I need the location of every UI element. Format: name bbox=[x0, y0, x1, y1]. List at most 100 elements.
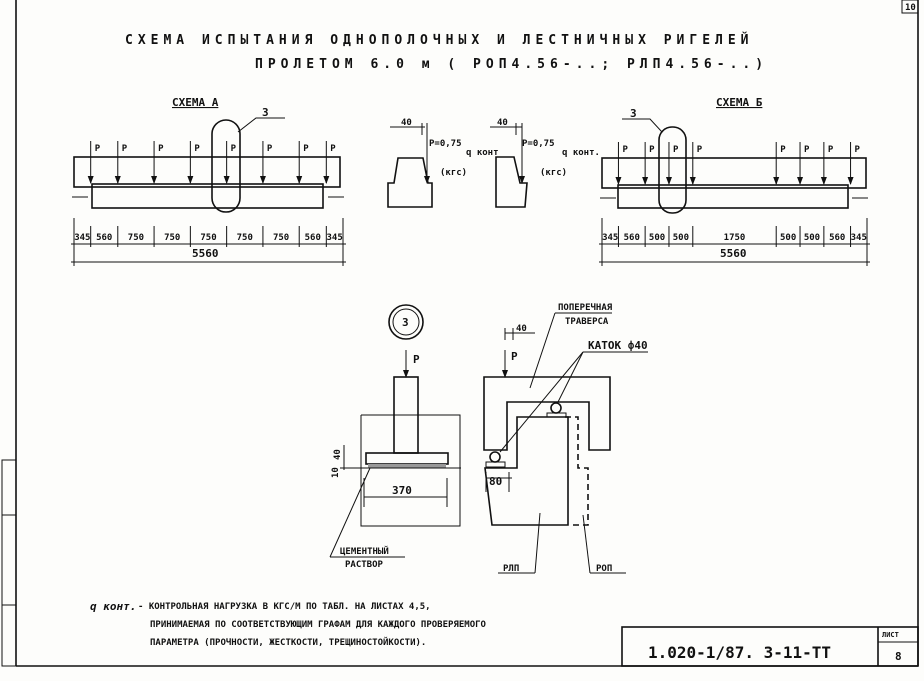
detail-3-dim-40: 40 bbox=[333, 449, 343, 460]
arrow-head bbox=[797, 177, 804, 185]
arrow-head bbox=[820, 177, 827, 185]
scheme-b-total: 5560 bbox=[720, 247, 747, 260]
arrow-head bbox=[187, 176, 194, 184]
load-label: P bbox=[649, 145, 655, 155]
span-label: 560 bbox=[624, 233, 640, 243]
dimensions-b: 345 560 500 500 1750 500 500 560 345 bbox=[599, 218, 870, 266]
span-label: 560 bbox=[96, 233, 112, 243]
arrow-head bbox=[642, 177, 649, 185]
span-label: 500 bbox=[804, 233, 820, 243]
load-label: P bbox=[303, 144, 309, 154]
dimensions-a: 345 560 750 750 750 750 750 560 345 bbox=[71, 218, 346, 266]
traverse-dim-40: 40 bbox=[516, 324, 527, 334]
load-label: P bbox=[95, 144, 101, 154]
section-right: 40 P=0,75 q конт. (кгс) bbox=[490, 118, 600, 208]
scheme-a: СХЕМА А 3 P P P P P P P P 345 560 750 750 750 750 750… bbox=[71, 96, 346, 266]
span-label: 345 bbox=[327, 233, 343, 243]
arrow-head bbox=[773, 177, 780, 185]
notes: q конт. - КОНТРОЛЬНАЯ НАГРУЗКА В КГС/М П… bbox=[90, 600, 487, 648]
section-right-q: q конт. bbox=[562, 148, 600, 158]
title-line-2: ПРОЛЕТОМ 6.0 м ( РОП4.56-..; РЛП4.56-..) bbox=[255, 57, 768, 72]
scheme-a-total: 5560 bbox=[192, 247, 219, 260]
span-label: 345 bbox=[74, 233, 90, 243]
section-right-formula: P=0,75 bbox=[522, 139, 555, 149]
mortar-label-1: ЦЕМЕНТНЫЙ bbox=[340, 545, 389, 557]
document-designation: 1.020-1/87. 3-11-ТТ bbox=[648, 643, 831, 662]
arrow-head bbox=[114, 176, 121, 184]
span-label: 1750 bbox=[724, 233, 746, 243]
detail-3-dim-10: 10 bbox=[331, 467, 341, 478]
traverse-dim-80: 80 bbox=[489, 475, 502, 488]
span-label: 560 bbox=[305, 233, 321, 243]
traverse-label-1: ПОПЕРЕЧНАЯ bbox=[558, 303, 613, 313]
span-label: 500 bbox=[649, 233, 665, 243]
arrow-head bbox=[87, 176, 94, 184]
arrow-head bbox=[151, 176, 158, 184]
traverse-label-2: ТРАВЕРСА bbox=[565, 317, 609, 327]
span-label: 750 bbox=[273, 233, 289, 243]
section-left: 40 P=0,75 q конт (кгс) bbox=[387, 118, 499, 208]
notes-line-1: - КОНТРОЛЬНАЯ НАГРУЗКА В КГС/М ПО ТАБЛ. … bbox=[138, 602, 431, 612]
span-label: 500 bbox=[780, 233, 796, 243]
span-label: 345 bbox=[851, 233, 867, 243]
traverse-load: P bbox=[511, 350, 518, 363]
load-label: P bbox=[158, 144, 164, 154]
rop-label: РОП bbox=[596, 564, 612, 574]
arrow-head bbox=[615, 177, 622, 185]
scheme-a-callout: 3 bbox=[262, 106, 269, 119]
detail-3-load: P bbox=[413, 353, 420, 366]
detail-3-marker: 3 bbox=[402, 316, 409, 329]
section-right-unit: (кгс) bbox=[540, 168, 567, 178]
load-label: P bbox=[194, 144, 200, 154]
arrow-head bbox=[259, 176, 266, 184]
detail-traverse: 40 P ПОПЕРЕЧНАЯ ТРАВЕРСА КАТОК ф40 80 РЛ… bbox=[483, 303, 648, 574]
detail-3-width: 370 bbox=[392, 484, 412, 497]
section-left-unit: (кгс) bbox=[440, 168, 467, 178]
title-block: 1.020-1/87. 3-11-ТТ ЛИСТ 8 bbox=[621, 626, 919, 667]
arrow-head bbox=[847, 177, 854, 185]
scheme-a-title: СХЕМА А bbox=[172, 96, 219, 109]
mortar-label-2: РАСТВОР bbox=[345, 560, 384, 570]
section-left-formula: P=0,75 bbox=[429, 139, 462, 149]
section-left-q: q конт bbox=[466, 148, 499, 158]
sheet-frame bbox=[1, 0, 919, 667]
arrow-head bbox=[296, 176, 303, 184]
load-label: P bbox=[855, 145, 861, 155]
title-line-1: СХЕМА ИСПЫТАНИЯ ОДНОПОЛОЧНЫХ И ЛЕСТНИЧНЫ… bbox=[125, 32, 754, 48]
sheet-number: 8 bbox=[895, 650, 902, 663]
load-label: P bbox=[330, 144, 336, 154]
notes-line-2: ПРИНИМАЕМАЯ ПО СООТВЕТСТВУЮЩИМ ГРАФАМ ДЛ… bbox=[150, 620, 487, 630]
load-label: P bbox=[122, 144, 128, 154]
span-label: 500 bbox=[673, 233, 689, 243]
load-label: P bbox=[780, 145, 786, 155]
scheme-b-title: СХЕМА Б bbox=[716, 96, 763, 109]
load-label: P bbox=[673, 145, 679, 155]
load-label: P bbox=[231, 144, 237, 154]
span-label: 560 bbox=[829, 233, 845, 243]
load-label: P bbox=[267, 144, 273, 154]
load-label: P bbox=[622, 145, 628, 155]
span-label: 750 bbox=[200, 233, 216, 243]
span-label: 345 bbox=[602, 233, 618, 243]
roller-label: КАТОК ф40 bbox=[588, 339, 648, 352]
load-label: P bbox=[804, 145, 810, 155]
notes-line-3: ПАРАМЕТРА (ПРОЧНОСТИ, ЖЕСТКОСТИ, ТРЕЩИНО… bbox=[150, 636, 426, 648]
span-label: 750 bbox=[164, 233, 180, 243]
arrow-head bbox=[665, 177, 672, 185]
span-label: 750 bbox=[237, 233, 253, 243]
arrow-head bbox=[689, 177, 696, 185]
arrow-head bbox=[323, 176, 330, 184]
corner-sheet-number: 10 bbox=[905, 3, 916, 13]
load-label: P bbox=[697, 145, 703, 155]
notes-symbol: q конт. bbox=[90, 600, 136, 613]
section-left-offset: 40 bbox=[401, 118, 412, 128]
detail-3: 3 P 370 40 10 ЦЕМЕНТНЫЙ РАСТВОР bbox=[329, 304, 461, 570]
sheet-label: ЛИСТ bbox=[882, 631, 899, 639]
span-label: 750 bbox=[128, 233, 144, 243]
section-right-offset: 40 bbox=[497, 118, 508, 128]
